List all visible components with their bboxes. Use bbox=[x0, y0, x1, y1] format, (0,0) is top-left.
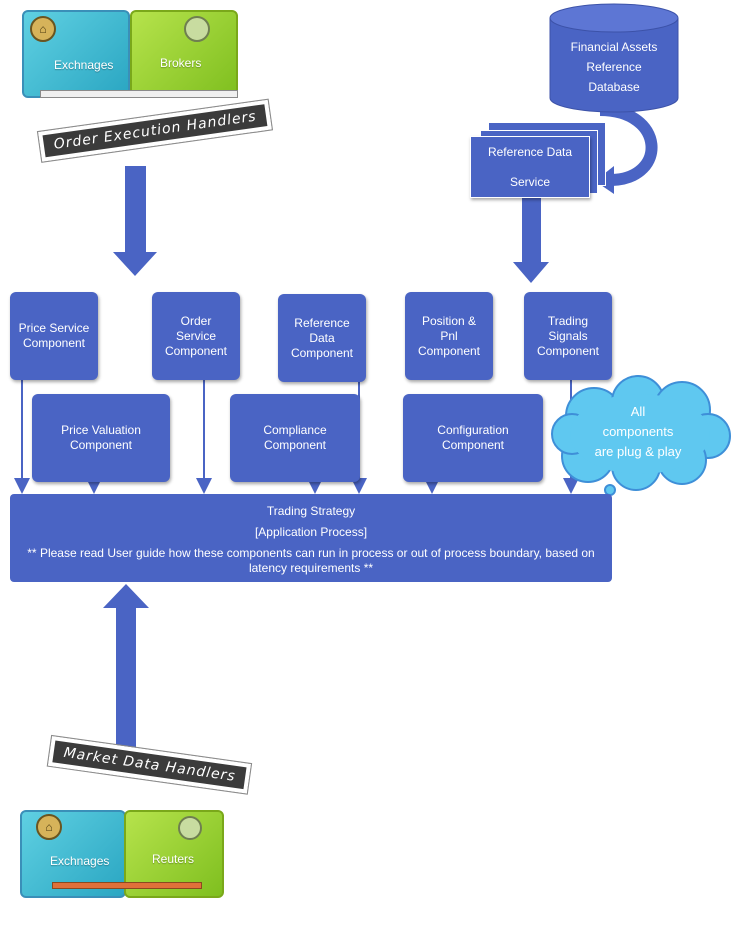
brokers-tile: Brokers bbox=[130, 10, 238, 98]
plug-and-play-cloud bbox=[551, 375, 731, 502]
big-arrow-down-orders bbox=[113, 166, 157, 276]
trading-signals-component: Trading Signals Component bbox=[524, 292, 612, 380]
reuters-label: Reuters bbox=[152, 852, 195, 866]
big-arrow-down-refdata bbox=[513, 198, 549, 283]
reference-data-service: Reference Data Service bbox=[470, 136, 590, 198]
curved-arrow-db bbox=[599, 104, 658, 186]
exchange-building-icon: ⌂ bbox=[30, 16, 56, 42]
order-service-component: Order Service Component bbox=[152, 292, 240, 380]
double-arrow-bar-bottom bbox=[52, 882, 202, 889]
reference-data-component: Reference Data Component bbox=[278, 294, 366, 382]
strategy-note: ** Please read User guide how these comp… bbox=[27, 546, 595, 575]
bottom-tile-group: ⌂ Exchnages Reuters bbox=[20, 810, 224, 900]
compliance-component: Compliance Component bbox=[230, 394, 360, 482]
position-pnl-component: Position & Pnl Component bbox=[405, 292, 493, 380]
exchanges-tile-top: ⌂ Exchnages bbox=[22, 10, 130, 98]
database-label: Financial Assets Reference Database bbox=[570, 40, 658, 94]
price-valuation-component: Price Valuation Component bbox=[32, 394, 170, 482]
brokers-label: Brokers bbox=[160, 56, 202, 70]
big-arrow-up-marketdata bbox=[103, 584, 149, 762]
ref-service-label: Reference Data Service bbox=[487, 144, 573, 189]
top-tile-group: ⌂ Exchnages Brokers bbox=[22, 10, 238, 102]
exchanges-label-top: Exchnages bbox=[54, 58, 114, 72]
reuters-globe-icon bbox=[178, 816, 202, 840]
trading-strategy-box: Trading Strategy [Application Process] *… bbox=[10, 494, 612, 582]
strategy-title: Trading Strategy bbox=[266, 504, 356, 518]
financial-assets-database bbox=[549, 3, 679, 113]
exchanges-label-bottom: Exchnages bbox=[50, 854, 110, 868]
configuration-component: Configuration Component bbox=[403, 394, 543, 482]
double-arrow-bar-top bbox=[40, 90, 238, 98]
strategy-subtitle: [Application Process] bbox=[254, 525, 368, 539]
price-service-component: Price Service Component bbox=[10, 292, 98, 380]
broker-globe-icon bbox=[184, 16, 210, 42]
exchange-building-icon: ⌂ bbox=[36, 814, 62, 840]
cloud-label: All components are plug & play bbox=[594, 404, 682, 459]
